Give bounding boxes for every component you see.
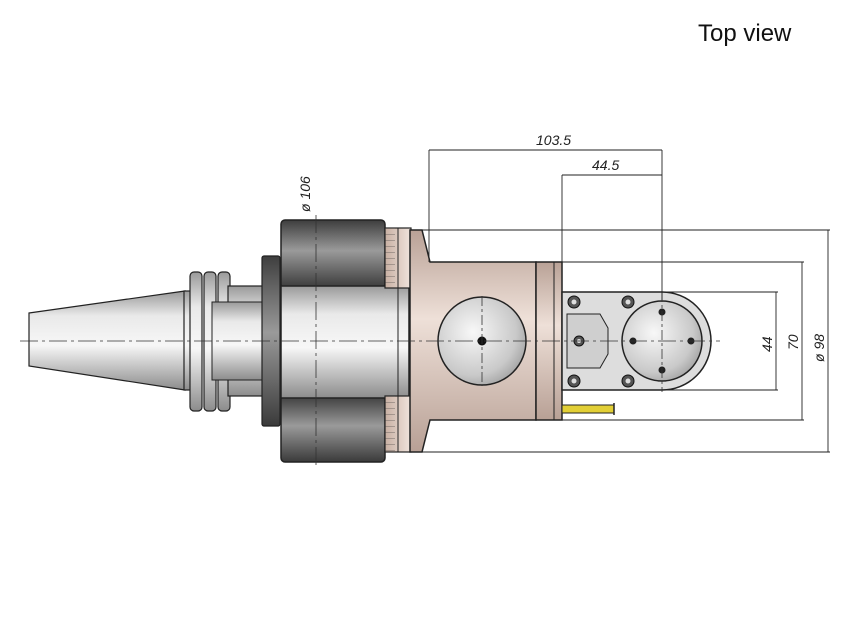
scale-ticks-bottom [385,396,395,452]
dimension-dia-98 [411,229,830,453]
dim-label-44-5: 44.5 [592,157,619,173]
dimension-44-5 [561,174,662,292]
dim-label-dia-106: ø 106 [297,176,313,212]
dimension-70 [562,261,804,421]
brass-stop-pin [561,404,615,414]
scale-ticks-top [385,228,395,288]
dimension-44 [662,291,778,391]
v-groove-ring-1 [189,271,203,412]
dim-label-103-5: 103.5 [536,132,571,148]
view-title: Top view [698,20,792,47]
body-collar-top [280,219,386,289]
dim-label-44: 44 [759,336,775,352]
taper-shank [28,290,186,391]
dim-label-dia-98: ø 98 [811,334,827,362]
body-collar-bottom [280,395,386,463]
dim-label-70: 70 [785,334,801,350]
body-core [280,285,410,399]
